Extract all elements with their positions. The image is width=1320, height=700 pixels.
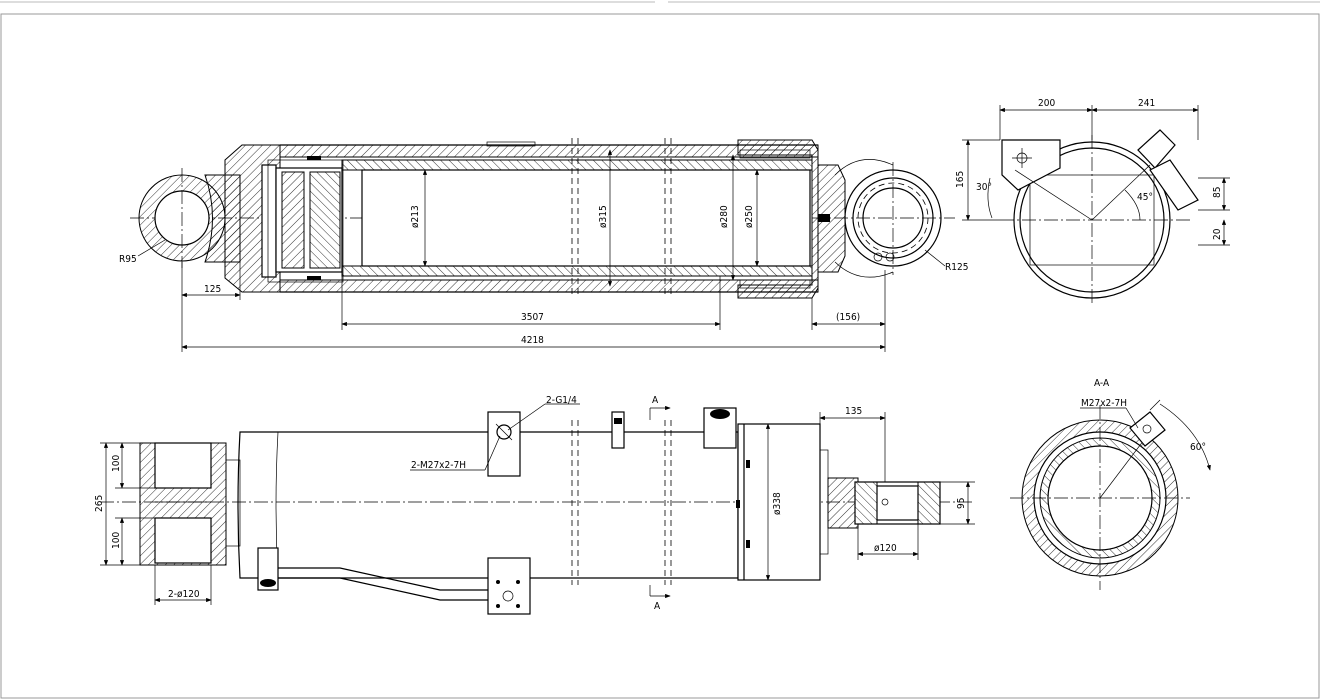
break-lines xyxy=(571,138,672,298)
dim-241: 241 xyxy=(1138,98,1155,109)
dim-315: ø315 xyxy=(598,205,609,228)
dim-2x120: 2-ø120 xyxy=(168,589,200,600)
cylinder-outline-view: A A 2-G1/4 2-M27x2-7H 100 100 265 2-ø120… xyxy=(94,395,975,615)
cylinder-section-view: ø213 ø315 ø280 ø250 R95 R125 125 3507 (1… xyxy=(119,138,968,352)
dim-338: ø338 xyxy=(772,492,783,515)
dim-4218: 4218 xyxy=(521,335,544,346)
dim-200: 200 xyxy=(1038,98,1055,109)
section-mark-bottom: A xyxy=(654,601,661,612)
end-view: 200 241 165 30° 45° 85 20 xyxy=(955,98,1230,305)
section-thread-label: M27x2-7H xyxy=(1081,398,1127,409)
dim-r125: R125 xyxy=(945,262,968,273)
dim-95: 95 xyxy=(956,498,967,509)
section-mark-top: A xyxy=(652,395,659,406)
port-label: 2-G1/4 xyxy=(546,395,577,406)
dim-135: 135 xyxy=(845,406,862,417)
dim-156: (156) xyxy=(836,312,860,323)
dim-265: 265 xyxy=(94,495,105,512)
dim-20: 20 xyxy=(1212,228,1223,240)
section-a-a: 60° A-A M27x2-7H xyxy=(1010,378,1211,590)
dim-100-top: 100 xyxy=(111,455,122,472)
dim-213: ø213 xyxy=(410,205,421,228)
dim-280: ø280 xyxy=(719,205,730,228)
dim-250: ø250 xyxy=(744,205,755,228)
dim-125: 125 xyxy=(204,284,221,295)
thread-label: 2-M27x2-7H xyxy=(411,460,466,471)
dim-30deg: 30° xyxy=(976,182,992,193)
dim-85: 85 xyxy=(1212,187,1223,198)
dim-100-bottom: 100 xyxy=(111,532,122,549)
dim-60deg: 60° xyxy=(1190,442,1206,453)
dim-45deg: 45° xyxy=(1137,192,1153,203)
dim-120: ø120 xyxy=(874,543,897,554)
dim-165: 165 xyxy=(955,171,966,188)
section-title: A-A xyxy=(1094,378,1110,389)
dim-r95: R95 xyxy=(119,254,137,265)
dim-3507: 3507 xyxy=(521,312,544,323)
